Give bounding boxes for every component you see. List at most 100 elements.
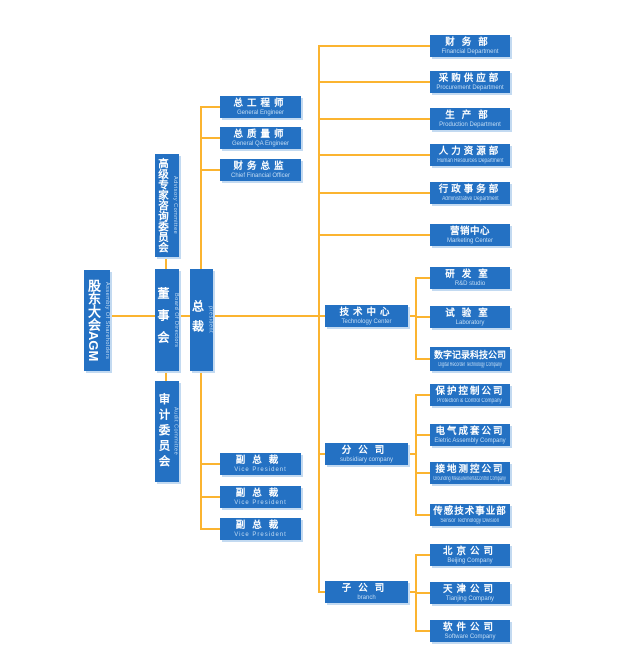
node-label-zh: 接地测控公司 xyxy=(435,463,505,475)
connector-stub-finance xyxy=(318,45,430,47)
connector-stub-lab xyxy=(415,316,430,318)
node-label-zh: 保护控制公司 xyxy=(435,385,505,397)
org-node-agm: 股东大会AGM Assembly Of Shareholders xyxy=(84,270,110,371)
org-node-electric-assembly-company: 电气成套公司 Eletric Assembly Company xyxy=(430,424,510,446)
connector-stub-vp1 xyxy=(200,463,220,465)
connector-stub-hr xyxy=(318,154,430,156)
node-label-zh: 电气成套公司 xyxy=(435,425,505,437)
node-label-en: Vice President xyxy=(234,466,287,473)
node-label-zh: 子公司 xyxy=(341,582,392,594)
connector-board-audit xyxy=(165,371,167,381)
node-label-en: Sensor Technology Division xyxy=(440,517,500,524)
node-label-en: Digital Recorder Technology Company xyxy=(438,361,502,368)
node-label-en: Marketing Center xyxy=(446,237,494,244)
node-label-en: Administrative Department xyxy=(441,195,499,202)
node-label-zh: 副总裁 xyxy=(235,519,286,531)
org-node-advisory-committee: 高级专家咨询委员会 Advisory Committee xyxy=(155,154,179,257)
node-label-zh: 高级专家咨询委员会 xyxy=(157,158,169,253)
org-node-vice-president-2: 副总裁 Vice President xyxy=(220,486,301,508)
node-label-zh: 副总裁 xyxy=(235,487,286,499)
connector-president-main xyxy=(213,315,325,317)
org-node-laboratory: 试验室 Laboratory xyxy=(430,306,510,328)
org-node-marketing-center: 营销中心 Marketing Center xyxy=(430,224,510,246)
node-label-en: Production Department xyxy=(439,121,501,128)
org-node-chief-qa: 总质量师 General QA Engineer xyxy=(220,127,301,149)
org-node-cfo: 财务总监 Chief Financial Officer xyxy=(220,159,301,181)
connector-stub-vp2 xyxy=(200,496,220,498)
connector-tech-right xyxy=(408,315,416,317)
node-label-zh: 软件公司 xyxy=(442,621,497,633)
node-label-zh: 副总裁 xyxy=(235,454,286,466)
connector-stub-production xyxy=(318,118,430,120)
connector-stub-marketing xyxy=(318,234,430,236)
node-label-zh: 传感技术事业部 xyxy=(433,505,507,517)
org-node-grounding-measurement-company: 接地测控公司 Grounding Measurement&Control Com… xyxy=(430,462,510,484)
org-node-production-department: 生产部 Production Department xyxy=(430,108,510,130)
node-label-zh: 采购供应部 xyxy=(438,72,502,84)
node-label-en: Grounding Measurement&Control Company xyxy=(433,475,507,482)
connector-stub-rnd xyxy=(415,277,430,279)
node-label-zh: 行政事务部 xyxy=(438,183,502,195)
connector-stub-digital xyxy=(415,358,430,360)
connector-branch-right xyxy=(408,591,416,593)
node-label-en: Laboratory xyxy=(455,319,485,326)
connector-stub-branch xyxy=(318,591,325,593)
connector-tech-group xyxy=(415,277,417,360)
connector-stub-chief-qa xyxy=(200,137,220,139)
connector-stub-software xyxy=(415,630,430,632)
node-label-en: Vice President xyxy=(234,531,287,538)
org-node-financial-department: 财务部 Financial Department xyxy=(430,35,510,57)
node-label-zh: 试验室 xyxy=(445,307,495,319)
node-label-zh: 财务总监 xyxy=(233,160,288,172)
node-label-zh: 股东大会AGM xyxy=(86,279,101,362)
node-label-en: Procurement Department xyxy=(436,84,504,91)
node-label-en: Tianjing Company xyxy=(445,595,495,602)
connector-stub-sensor xyxy=(415,514,430,516)
node-label-en: Vice President xyxy=(234,499,287,506)
node-label-zh: 审计委员会 xyxy=(157,392,170,471)
node-label-en: president xyxy=(207,306,214,334)
org-node-hr-department: 人力资源部 Human Resources Department xyxy=(430,144,510,166)
node-label-en: Protection & Control Company xyxy=(437,397,503,404)
connector-stub-protection xyxy=(415,394,430,396)
node-label-zh: 总工程师 xyxy=(233,97,288,109)
connector-stub-procurement xyxy=(318,81,430,83)
connector-agm-board xyxy=(110,315,155,317)
node-label-en: Eletric Assembly Company xyxy=(434,437,506,444)
node-label-en: Financial Department xyxy=(441,48,499,55)
connector-stub-vp3 xyxy=(200,528,220,530)
node-label-en: General Engineer xyxy=(236,109,285,116)
node-label-en: branch xyxy=(357,594,376,601)
node-label-en: Human Resources Department xyxy=(436,157,504,164)
node-label-en: Assembly Of Shareholders xyxy=(104,281,110,360)
node-label-en: General QA Engineer xyxy=(231,140,290,147)
connector-stub-electric xyxy=(415,434,430,436)
node-label-en: subsidiary company xyxy=(339,456,394,463)
node-label-zh: 数字记录科技公司 xyxy=(433,349,506,360)
node-label-zh: 天津公司 xyxy=(442,583,497,595)
node-label-zh: 人力资源部 xyxy=(438,145,502,157)
node-label-en: Board Of Directors xyxy=(173,292,179,348)
connector-stub-admin xyxy=(318,192,430,194)
node-label-zh: 研发室 xyxy=(445,268,495,280)
connector-subsidiary-right xyxy=(408,453,416,455)
connector-stub-cfo xyxy=(200,169,220,171)
node-label-zh: 董事会 xyxy=(156,287,170,353)
node-label-en: R&D studio xyxy=(454,280,486,287)
node-label-en: Technology Center xyxy=(341,318,392,325)
node-label-zh: 总质量师 xyxy=(233,128,288,140)
org-node-audit-committee: 审计委员会 Audit Committee xyxy=(155,381,179,482)
connector-stub-beijing xyxy=(415,554,430,556)
node-label-zh: 北京公司 xyxy=(442,545,497,557)
org-node-president: 总裁 president xyxy=(190,269,214,371)
org-node-technology-center: 技术中心 Technology Center xyxy=(325,305,408,327)
node-label-en: Chief Financial Officer xyxy=(231,172,290,179)
connector-stub-grounding xyxy=(415,472,430,474)
connector-president-up xyxy=(200,106,202,270)
node-label-zh: 生产部 xyxy=(445,109,495,121)
org-node-chief-engineer: 总工程师 General Engineer xyxy=(220,96,301,118)
connector-board-president xyxy=(179,315,190,317)
org-node-vice-president-1: 副总裁 Vice President xyxy=(220,453,301,475)
node-label-en: Advisory Committee xyxy=(172,176,178,235)
